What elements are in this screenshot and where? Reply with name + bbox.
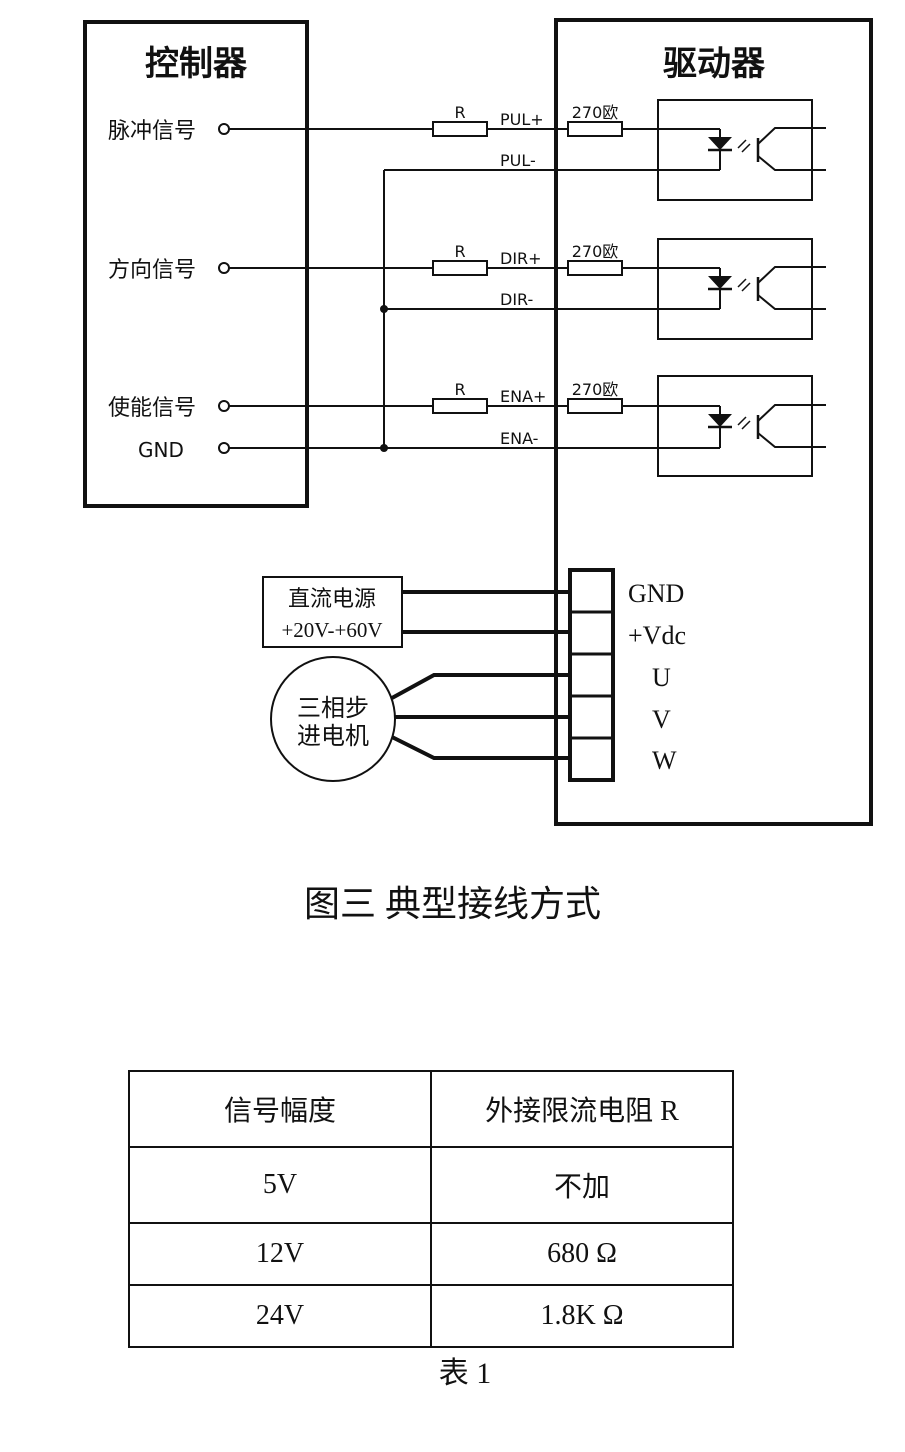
optocoupler-icon [556, 375, 826, 477]
table-row: 5V 不加 [128, 1145, 734, 1224]
internal-resistor-label: 270欧 [572, 242, 619, 261]
junction-dot [380, 444, 388, 452]
table-cell: 不加 [430, 1145, 734, 1224]
table-header: 信号幅度 [128, 1070, 432, 1148]
input-label-dir-plus: DIR+ [500, 249, 542, 268]
internal-resistor [567, 260, 623, 276]
motor-label-line2: 进电机 [297, 723, 369, 750]
motor-label-line1: 三相步 [297, 695, 369, 722]
table-cell: 5V [128, 1145, 432, 1224]
terminal-gnd [218, 442, 230, 454]
power-supply-voltage: +20V-+60V [281, 618, 382, 642]
resistor-label: R [454, 103, 465, 122]
junction-dot [380, 305, 388, 313]
terminal-block [568, 568, 615, 782]
motor-wires [391, 673, 570, 760]
terminal-label-w: W [652, 746, 677, 775]
terminal-enable [218, 400, 230, 412]
internal-resistor-label: 270欧 [572, 103, 619, 122]
table-cell: 1.8K Ω [430, 1283, 734, 1349]
table-header-row: 信号幅度 外接限流电阻 R [128, 1070, 734, 1148]
optocoupler-icon [556, 238, 826, 340]
table-caption: 表 1 [438, 1357, 492, 1390]
optocoupler-icon [556, 99, 826, 201]
controller-title: 控制器 [145, 44, 248, 84]
table-cell: 680 Ω [430, 1221, 734, 1286]
pin-label-gnd: GND [138, 438, 184, 462]
power-supply-box [262, 576, 403, 648]
table-cell: 24V [128, 1283, 432, 1349]
input-label-ena-plus: ENA+ [500, 387, 546, 406]
terminal-label-vdc: +Vdc [628, 621, 686, 650]
pin-label-pulse: 脉冲信号 [108, 119, 196, 144]
driver-title: 驱动器 [663, 44, 766, 84]
pin-label-direction: 方向信号 [108, 258, 196, 283]
resistor-r-pulse [432, 121, 488, 137]
resistor-spec-table: 信号幅度 外接限流电阻 R 5V 不加 12V 680 Ω 24V 1.8K Ω [128, 1070, 734, 1349]
terminal-pulse [218, 123, 230, 135]
input-label-pul-minus: PUL- [500, 151, 536, 170]
table-cell: 12V [128, 1221, 432, 1286]
resistor-r-direction [432, 260, 488, 276]
table-row: 24V 1.8K Ω [128, 1283, 734, 1349]
terminal-label-u: U [652, 663, 671, 692]
input-label-dir-minus: DIR- [500, 290, 533, 309]
resistor-label: R [454, 242, 465, 261]
diagram-caption: 图三 典型接线方式 [303, 884, 601, 924]
table-row: 12V 680 Ω [128, 1221, 734, 1286]
internal-resistor [567, 121, 623, 137]
input-label-ena-minus: ENA- [500, 429, 538, 448]
driver-box [554, 18, 873, 826]
terminal-direction [218, 262, 230, 274]
terminal-label-v: V [652, 705, 671, 734]
wiring-diagram: 控制器 脉冲信号 方向信号 使能信号 GND R R R 驱动器 PUL+ PU… [83, 18, 873, 826]
terminal-label-gnd: GND [628, 579, 684, 608]
resistor-r-enable [432, 398, 488, 414]
input-label-pul-plus: PUL+ [500, 110, 544, 129]
resistor-label: R [454, 380, 465, 399]
internal-resistor [567, 398, 623, 414]
controller-box [83, 20, 309, 508]
internal-resistor-label: 270欧 [572, 380, 619, 399]
table-header: 外接限流电阻 R [430, 1070, 734, 1148]
pin-label-enable: 使能信号 [108, 396, 196, 421]
power-supply-label: 直流电源 [288, 586, 376, 611]
